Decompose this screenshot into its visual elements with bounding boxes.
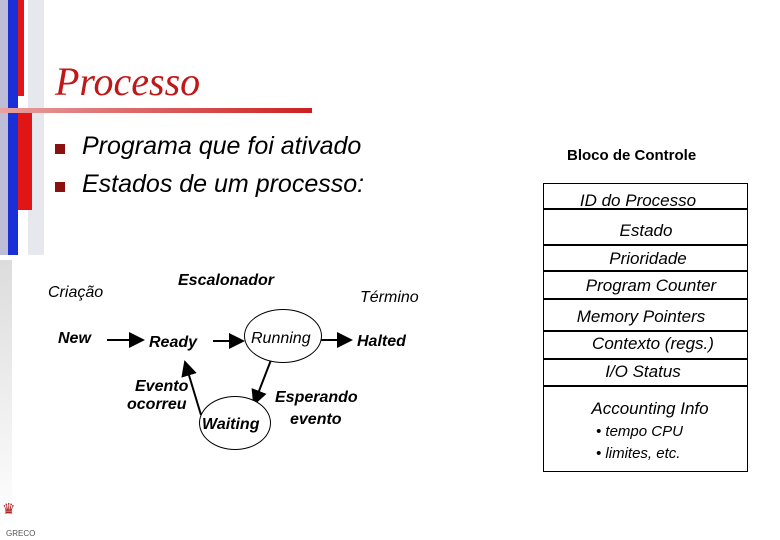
row-divider	[543, 244, 748, 246]
cb-row-accounting: Accounting Info	[591, 399, 709, 418]
row-divider	[543, 358, 748, 360]
label-evento-2: evento	[290, 411, 342, 428]
row-divider	[543, 330, 748, 332]
state-new: New	[58, 330, 91, 347]
bullet-icon	[55, 182, 65, 192]
cb-row-program-counter: Program Counter	[585, 276, 717, 295]
arrow-running-to-waiting	[251, 359, 272, 406]
bullet-text-1: Programa que foi ativado	[82, 132, 362, 160]
row-divider	[543, 270, 748, 272]
label-criacao: Criação	[48, 284, 104, 301]
bullet-icon	[55, 144, 65, 154]
title-underline	[0, 108, 312, 113]
arrow-waiting-to-ready	[181, 360, 202, 416]
running-state-circle	[244, 309, 322, 363]
slide-title: Processo	[55, 59, 201, 104]
left-decor-bar-light	[28, 0, 44, 255]
left-decor-bar-red-lower	[18, 110, 32, 210]
state-diagram	[107, 332, 353, 416]
control-block-heading: Bloco de Controle	[567, 147, 697, 164]
row-divider	[543, 298, 748, 300]
cb-subitem-text: limites, etc.	[605, 445, 681, 462]
control-block-box	[543, 183, 748, 472]
greco-logo-icon: ♛	[2, 501, 16, 518]
bullet-text-2: Estados de um processo:	[82, 170, 365, 198]
waiting-state-circle	[199, 396, 271, 450]
footer-logo-text: GRECO	[6, 529, 36, 538]
state-ready: Ready	[149, 334, 198, 351]
left-decor-bar-red	[18, 0, 24, 96]
state-waiting: Waiting	[202, 416, 260, 433]
cb-subitem-2: • limites, etc.	[596, 445, 681, 462]
left-decor-bar-gray	[0, 0, 8, 255]
state-halted: Halted	[357, 333, 406, 350]
cb-row-contexto: Contexto (regs.)	[592, 334, 714, 353]
state-running: Running	[251, 330, 311, 347]
label-ocorreu: ocorreu	[127, 396, 187, 413]
row-divider	[543, 385, 748, 387]
label-evento: Evento	[135, 378, 189, 395]
cb-row-memory-pointers: Memory Pointers	[576, 307, 706, 326]
cb-subitem-text: tempo CPU	[605, 423, 683, 440]
cb-row-estado: Estado	[619, 221, 673, 240]
cb-row-prioridade: Prioridade	[609, 249, 687, 268]
cb-row-id: ID do Processo	[579, 191, 697, 210]
row-divider	[543, 208, 748, 210]
cb-subitem-1: • tempo CPU	[596, 423, 683, 440]
cb-row-io-status: I/O Status	[605, 362, 681, 381]
label-escalonador: Escalonador	[178, 272, 275, 289]
left-decor-bar-blue	[8, 0, 18, 255]
label-termino: Término	[360, 289, 419, 306]
label-esperando: Esperando	[275, 389, 358, 406]
left-decor-gradient	[0, 260, 12, 530]
